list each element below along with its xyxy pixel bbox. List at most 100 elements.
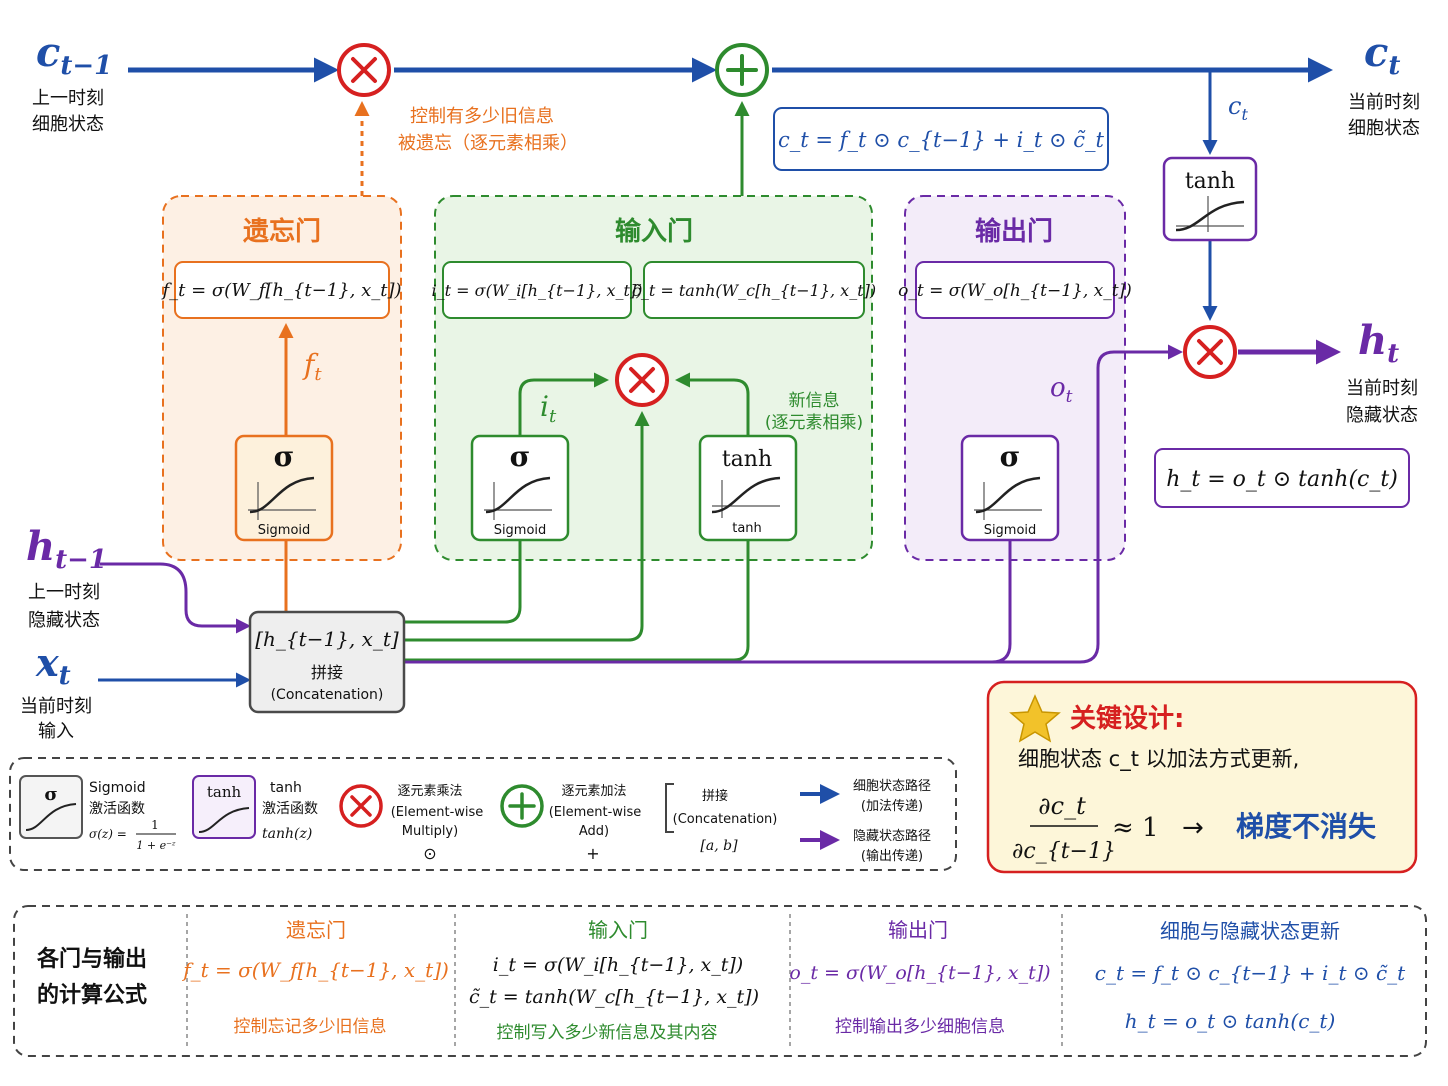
legend-cell-line1: 细胞状态路径	[853, 778, 931, 794]
output-formula: o_t = σ(W_o[h_{t−1}, x_t])	[898, 281, 1132, 301]
summary-heading-1: 各门与输出	[36, 946, 147, 972]
cell-update-formula-box	[773, 107, 1109, 171]
legend-multiply-line2: (Element-wise	[391, 805, 484, 820]
input-tanh-to-multiply	[675, 372, 750, 436]
legend-hidden-line1: 隐藏状态路径	[853, 828, 931, 844]
forget-sigmoid-caption: Sigmoid	[258, 523, 311, 538]
forget-formula-box	[174, 261, 390, 319]
input-sigmoid-caption: Sigmoid	[494, 523, 547, 538]
legend-sigmoid-symbol: σ	[44, 784, 57, 805]
legend-add-line2: (Element-wise	[549, 805, 642, 820]
forget-gate-title: 遗忘门	[243, 216, 321, 247]
i-t-signal: it	[540, 390, 557, 427]
legend-multiply-line3: Multiply)	[402, 824, 458, 839]
summary-col3-note: 控制输出多少细胞信息	[835, 1017, 1005, 1037]
legend-sigmoid-lhs: σ(z) =	[89, 827, 127, 841]
c-t-symbol: ct	[1364, 29, 1400, 81]
key-design-box	[986, 680, 1418, 874]
legend-sigmoid-desc: 激活函数	[89, 800, 145, 817]
c-t-label1: 当前时刻	[1348, 92, 1420, 113]
summary-col2-formula1: i_t = σ(W_i[h_{t−1}, x_t])	[493, 954, 743, 976]
new-info-line1: 新信息	[789, 391, 840, 411]
output-gate-title: 输出门	[975, 216, 1053, 247]
h-formula: h_t = o_t ⊙ tanh(c_t)	[1166, 467, 1398, 492]
x-t-symbol: xt	[35, 640, 71, 691]
c-branch-label: ct	[1228, 92, 1248, 124]
input-multiply-op	[615, 353, 669, 407]
summary-col4-formula2: h_t = o_t ⊙ tanh(c_t)	[1125, 1009, 1336, 1033]
output-multiply-op	[1183, 325, 1237, 379]
summary-heading-2: 的计算公式	[37, 982, 147, 1008]
legend-concat-line2: (Concatenation)	[673, 812, 778, 827]
legend-sigmoid-num: 1	[151, 818, 159, 832]
h-t-symbol: ht	[1358, 317, 1399, 369]
input-c-formula: c̃_t = tanh(W_c[h_{t−1}, x_t])	[632, 281, 876, 300]
input-tanh-symbol: tanh	[722, 447, 772, 472]
concat-to-input-multiply	[405, 411, 650, 642]
legend-multiply-line1: 逐元素乘法	[397, 784, 462, 799]
cell-update-formula: c_t = f_t ⊙ c_{t−1} + i_t ⊙ c̃_t	[778, 128, 1104, 152]
concat-block	[248, 610, 406, 714]
legend-tanh-name: tanh	[270, 780, 302, 796]
output-sigmoid-caption: Sigmoid	[984, 523, 1037, 538]
legend-concat-line3: [a, b]	[700, 838, 738, 854]
legend-hidden-line2: (输出传递)	[861, 848, 923, 864]
legend-add-line1: 逐元素加法	[561, 784, 626, 799]
forget-note-line1: 控制有多少旧信息	[410, 106, 554, 127]
legend-add-line3: Add)	[579, 824, 609, 839]
h-prev-symbol: ht−1	[26, 523, 107, 575]
legend-multiply-icon	[339, 784, 383, 828]
legend-cell-line2: (加法传递)	[861, 799, 923, 814]
legend-concat-line1: 拼接	[702, 788, 728, 804]
summary-col2-formula2: c̃_t = tanh(W_c[h_{t−1}, x_t])	[469, 986, 759, 1008]
forget-note-line2: 被遗忘（逐元素相乘）	[398, 133, 578, 154]
forget-multiply-op	[337, 43, 391, 97]
legend-tanh-formula: tanh(z)	[262, 826, 312, 842]
grad-approx: ≈ 1	[1112, 813, 1159, 843]
output-tanh-block: tanh	[1162, 156, 1258, 242]
output-formula-box	[915, 261, 1115, 319]
summary-col3-formula: o_t = σ(W_o[h_{t−1}, x_t])	[789, 962, 1050, 984]
concat-formula: [h_{t−1}, x_t]	[255, 627, 399, 651]
legend-sigmoid-name: Sigmoid	[89, 780, 146, 796]
grad-denominator: ∂c_{t−1}	[1012, 839, 1116, 864]
h-t-label2: 隐藏状态	[1346, 405, 1418, 426]
legend-multiply-sym: ⊙	[423, 844, 436, 863]
c-prev-label1: 上一时刻	[32, 88, 104, 109]
summary-col1-title: 遗忘门	[286, 918, 346, 942]
summary-box	[13, 905, 1427, 1057]
output-tanh-symbol: tanh	[1185, 169, 1235, 194]
legend-concat-bracket	[665, 783, 674, 833]
grad-arrow: →	[1182, 813, 1204, 843]
input-i-formula: i_t = σ(W_i[h_{t−1}, x_t])	[432, 281, 643, 300]
output-sigmoid-symbol: σ	[1000, 440, 1021, 473]
c-prev-label2: 细胞状态	[32, 114, 104, 135]
x-t-label1: 当前时刻	[20, 696, 92, 717]
o-t-signal: ot	[1050, 373, 1073, 407]
summary-col4-title: 细胞与隐藏状态更新	[1160, 919, 1340, 943]
input-c-formula-box	[643, 261, 865, 319]
forget-formula: f_t = σ(W_f[h_{t−1}, x_t])	[160, 280, 401, 301]
forget-sigmoid-block: σ Sigmoid	[234, 434, 334, 542]
legend-tanh-desc: 激活函数	[262, 800, 318, 817]
input-gate-title: 输入门	[615, 216, 693, 247]
input-sigmoid-symbol: σ	[510, 440, 531, 473]
concat-to-input-sigmoid	[405, 540, 522, 624]
legend-sigmoid-block	[19, 775, 83, 839]
c-prev-symbol: ct−1	[36, 29, 112, 81]
concat-label2: (Concatenation)	[271, 687, 384, 703]
legend-tanh-symbol: tanh	[207, 783, 242, 801]
h-prev-label1: 上一时刻	[28, 582, 100, 603]
concat-to-input-tanh	[405, 540, 750, 662]
summary-col4-formula1: c_t = f_t ⊙ c_{t−1} + i_t ⊙ c̃_t	[1095, 961, 1406, 985]
input-tanh-caption: tanh	[732, 521, 762, 536]
input-i-formula-box	[442, 261, 632, 319]
legend-sigmoid-den: 1 + e⁻ᶻ	[136, 839, 176, 852]
input-sigmoid-block: σ Sigmoid	[470, 434, 570, 542]
input-sigmoid-to-multiply	[518, 372, 609, 436]
summary-col1-note: 控制忘记多少旧信息	[234, 1017, 387, 1037]
c-t-label2: 细胞状态	[1348, 118, 1420, 139]
summary-col2-title: 输入门	[588, 918, 648, 942]
grad-conclusion: 梯度不消失	[1236, 810, 1377, 843]
